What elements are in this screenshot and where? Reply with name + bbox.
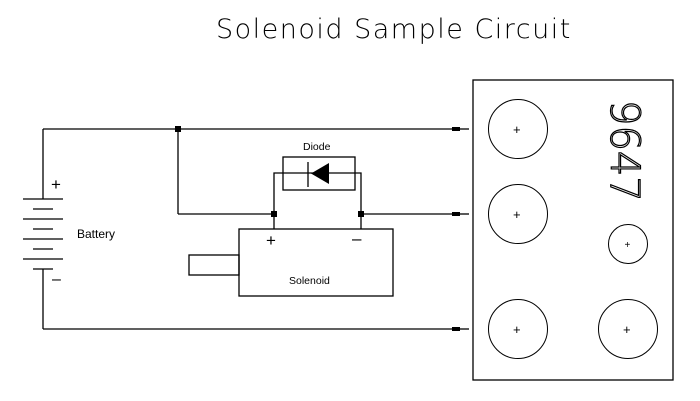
arrow-terminal-bottom bbox=[452, 327, 460, 331]
connector-body bbox=[472, 79, 674, 381]
connector-pin-middle-right-small: + bbox=[608, 224, 648, 264]
diagram-title: Solenoid Sample Circuit bbox=[216, 14, 572, 45]
battery-symbol bbox=[23, 129, 63, 329]
battery-minus-sign: – bbox=[52, 271, 61, 288]
connector-pin-bottom-left: + bbox=[488, 299, 548, 359]
arrow-terminal-top bbox=[452, 127, 460, 131]
connector-pin-top-left: + bbox=[488, 99, 548, 159]
arrow-terminal-middle bbox=[452, 212, 460, 216]
battery-plus-sign: + bbox=[51, 175, 61, 194]
solenoid-plus-sign: + bbox=[266, 231, 276, 250]
pin-center-mark: + bbox=[625, 240, 631, 251]
pin-circle bbox=[488, 184, 548, 244]
diode-triangle-icon bbox=[311, 163, 329, 184]
pin-center-mark: + bbox=[513, 322, 521, 337]
diode-label: Diode bbox=[303, 141, 331, 153]
pin-circle bbox=[608, 224, 648, 264]
solenoid-plunger bbox=[188, 254, 240, 276]
pin-circle bbox=[488, 299, 548, 359]
connector-part-number: 9647 bbox=[601, 100, 647, 202]
connector-pin-bottom-right: + bbox=[598, 299, 658, 359]
pin-circle bbox=[488, 99, 548, 159]
solenoid-minus-sign: – bbox=[352, 229, 362, 248]
pin-circle bbox=[598, 299, 658, 359]
battery-label: Battery bbox=[77, 227, 115, 241]
pin-center-mark: + bbox=[513, 207, 521, 222]
pin-center-mark: + bbox=[513, 122, 521, 137]
pin-center-mark: + bbox=[623, 322, 631, 337]
connector-arrows bbox=[452, 127, 469, 331]
connector-pin-middle-left: + bbox=[488, 184, 548, 244]
diode-leads bbox=[273, 172, 362, 214]
solenoid-label: Solenoid bbox=[289, 275, 330, 287]
